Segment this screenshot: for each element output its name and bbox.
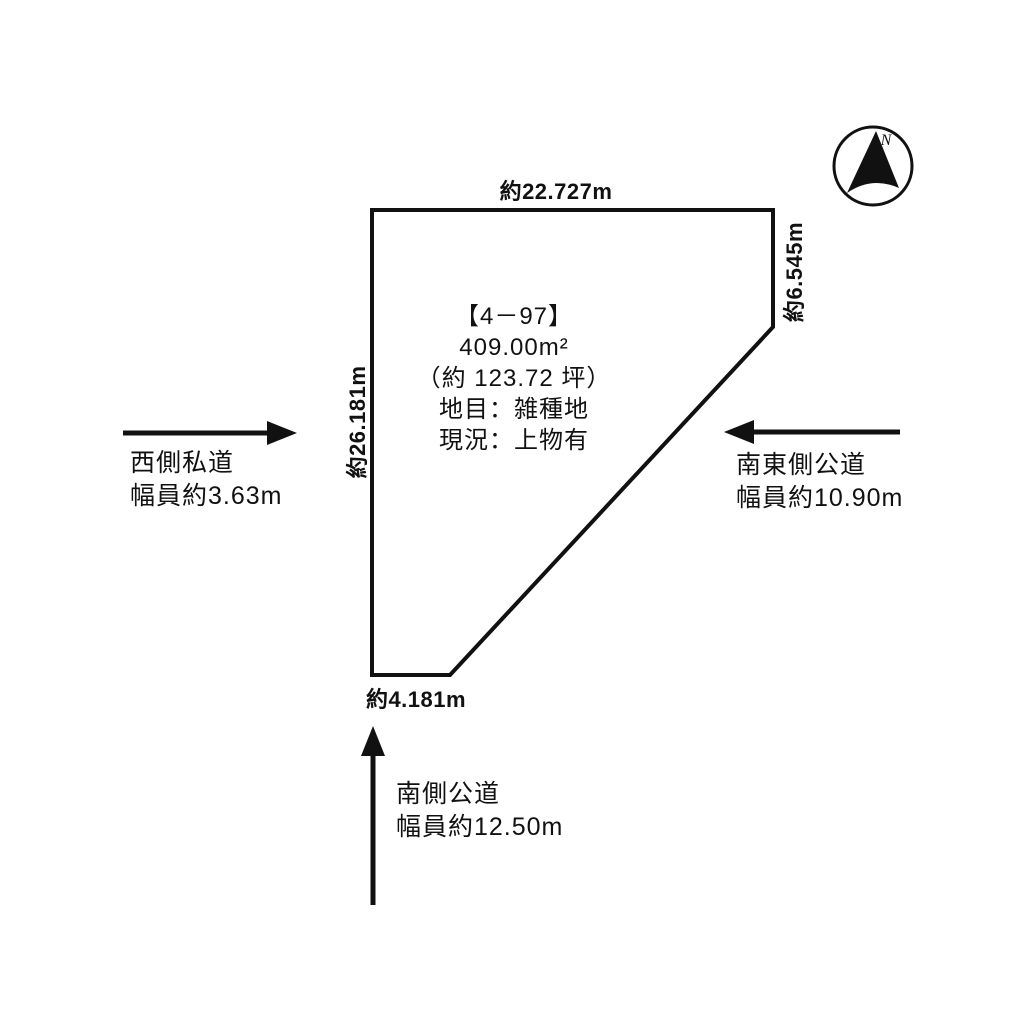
compass-needle-icon <box>847 131 899 193</box>
southeast-road-width: 幅員約10.90m <box>736 484 904 512</box>
south-road-label: 南側公道 幅員約12.50m <box>396 778 563 844</box>
south-road-arrow <box>361 726 385 905</box>
dimension-right: 約6.545m <box>782 221 807 323</box>
west-road-label: 西側私道 幅員約3.63m <box>130 447 282 513</box>
west-road-name: 西側私道 <box>130 449 235 477</box>
south-road-width: 幅員約12.50m <box>396 813 564 841</box>
west-road-width: 幅員約3.63m <box>130 482 283 510</box>
southeast-road-arrowhead-icon <box>724 420 754 444</box>
south-road-name: 南側公道 <box>396 780 501 808</box>
compass-north-label: N <box>880 132 892 149</box>
compass-circle <box>832 125 914 207</box>
parcel-land-category: 地目：雑種地 <box>439 396 589 423</box>
west-road-arrow <box>123 421 297 445</box>
parcel-id: 【4－97】 <box>454 303 574 330</box>
dimension-bottom: 約4.181m <box>365 687 467 712</box>
dimension-left: 約26.181m <box>345 365 370 479</box>
parcel-area-m2: 409.00m² <box>459 334 569 361</box>
parcel-current-status: 現況：上物有 <box>439 427 589 454</box>
parcel-outline <box>370 208 775 677</box>
southeast-road-label: 南東側公道 幅員約10.90m <box>736 449 903 515</box>
parcel-info: 【4－97】 409.00m² （約 123.72 坪） 地目：雑種地 現況：上… <box>417 301 612 456</box>
parcel-area-tsubo: （約 123.72 坪） <box>416 365 612 392</box>
southeast-road-name: 南東側公道 <box>736 451 867 479</box>
south-road-arrowhead-icon <box>361 726 385 756</box>
west-road-arrowhead-icon <box>267 421 297 445</box>
southeast-road-arrow <box>724 420 900 444</box>
dimension-top: 約22.727m <box>499 179 613 204</box>
compass <box>832 125 914 207</box>
